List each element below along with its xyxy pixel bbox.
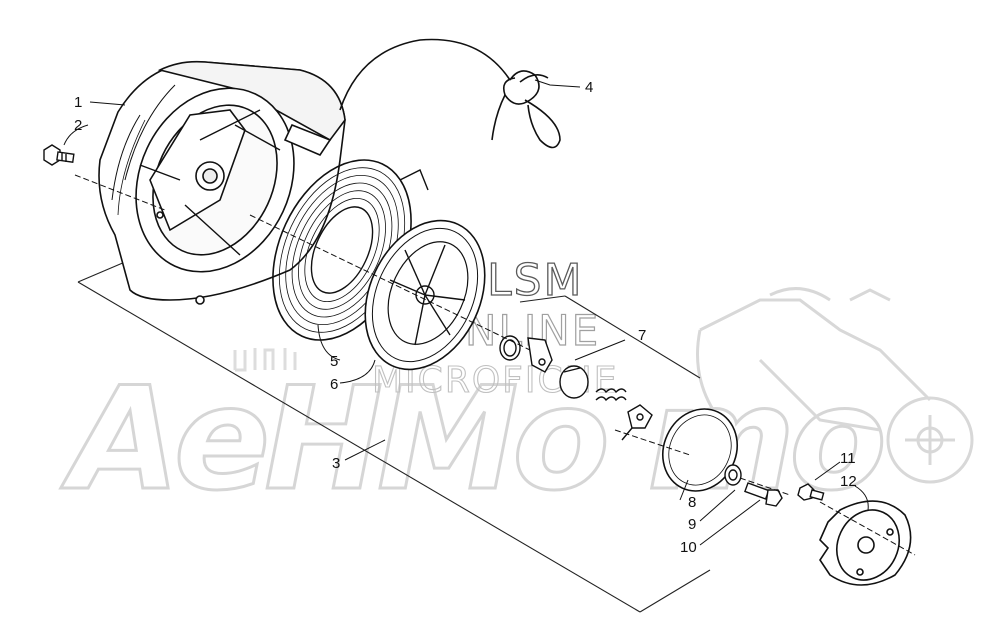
callout-numbers: 1 2 3 4 5 6 7 8 9 10 11 12 — [74, 79, 857, 556]
callout-10: 10 — [680, 539, 697, 556]
callout-7: 7 — [638, 327, 646, 344]
motorcycle-watermark-icon — [696, 287, 974, 484]
callout-2: 2 — [74, 117, 82, 134]
starter-housing — [98, 60, 346, 305]
bolt-part-11 — [797, 483, 825, 501]
bolt-part-2 — [43, 144, 75, 166]
callout-4: 4 — [585, 79, 593, 96]
bolt-part-10 — [744, 482, 783, 507]
callout-3: 3 — [332, 455, 340, 472]
callout-6: 6 — [330, 376, 338, 393]
callout-9: 9 — [688, 516, 696, 533]
figures-watermark-icon — [233, 348, 297, 372]
assembly-frame — [77, 261, 711, 613]
callout-1: 1 — [74, 94, 82, 111]
callout-11: 11 — [840, 450, 856, 467]
callout-5: 5 — [330, 353, 338, 370]
starter-rope — [339, 38, 561, 149]
callout-12: 12 — [840, 473, 857, 490]
leader-lines — [63, 79, 916, 556]
watermark: AeHMo mo — [59, 287, 974, 524]
watermark-brand: AeHMo mo — [60, 357, 882, 522]
starter-cup — [819, 500, 912, 586]
rope-pulley — [364, 219, 486, 371]
washer-part-9 — [724, 464, 742, 486]
pawl-assembly — [499, 335, 653, 441]
callout-8: 8 — [688, 494, 696, 511]
